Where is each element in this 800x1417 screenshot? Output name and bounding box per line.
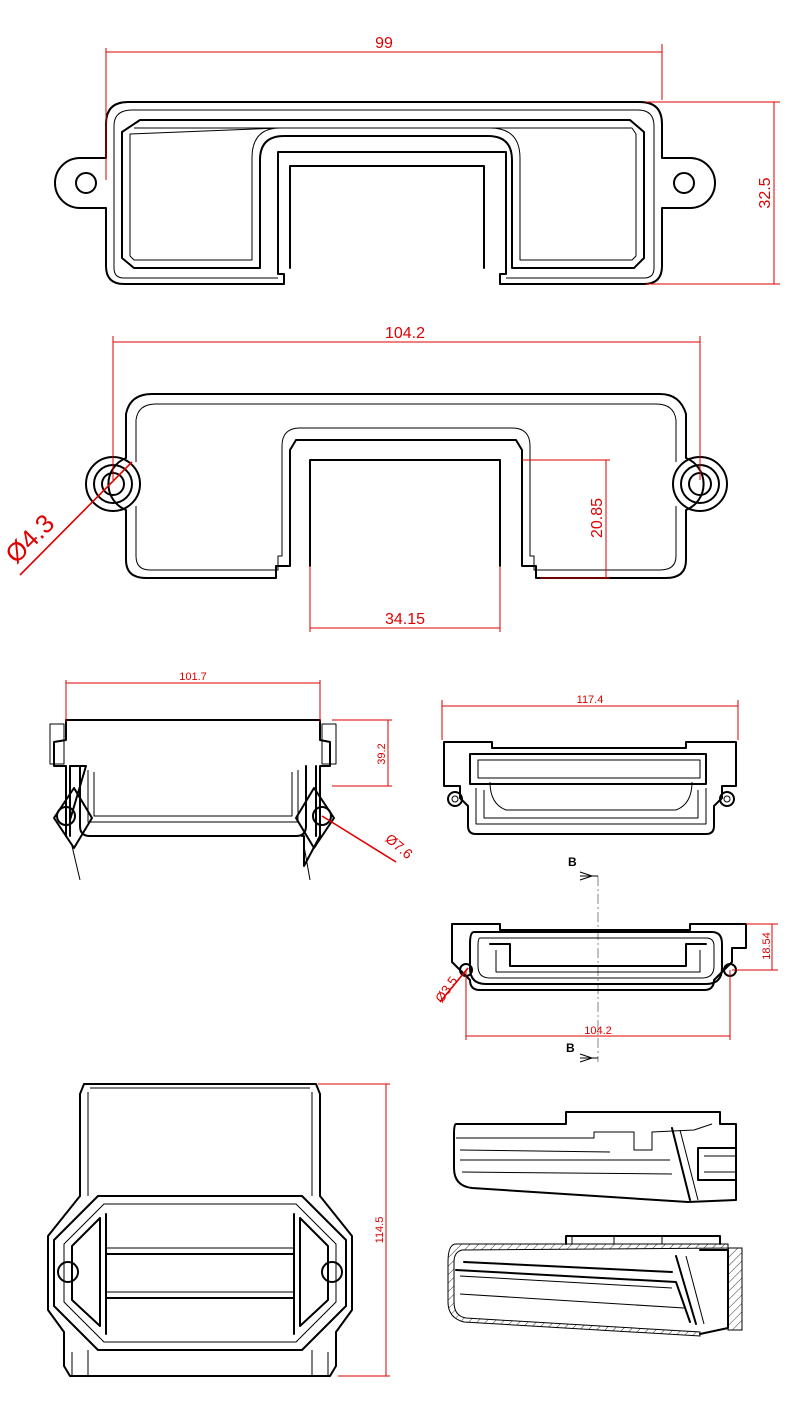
dim-section-width: 104.2 <box>584 1025 612 1037</box>
dim-side-height: 39.2 <box>376 743 388 764</box>
side-view: 101.7 39.2 Ø7.6 <box>49 671 416 881</box>
dim-section-height: 18.54 <box>761 932 773 960</box>
dim-opening-width: 34.15 <box>385 611 425 628</box>
cross-section-view <box>447 1235 743 1337</box>
rear-view: 114.5 <box>47 1083 390 1377</box>
front-view: 117.4 <box>441 694 739 835</box>
dim-inner-depth: 20.85 <box>589 498 606 538</box>
section-mark-bottom: B <box>566 1041 575 1055</box>
dim-hole-diameter: Ø4.3 <box>0 508 60 569</box>
dim-overall-height: 114.5 <box>374 1217 386 1244</box>
section-mark-top: B <box>568 855 577 869</box>
dim-small-hole: Ø3.5 <box>432 974 460 1006</box>
dim-top-height: 32.5 <box>757 177 774 208</box>
top-view: 99 32.5 <box>54 35 780 285</box>
dim-top-width: 99 <box>375 35 393 52</box>
side-elevation-view <box>453 1111 737 1203</box>
dim-side-width: 101.7 <box>179 671 207 683</box>
section-view: B B 18.54 104.2 Ø3.5 <box>432 855 778 1063</box>
dim-front-width: 117.4 <box>577 694 604 706</box>
bottom-view: 104.2 Ø4.3 20.85 34.15 <box>0 325 728 632</box>
dim-second-width: 104.2 <box>385 325 425 342</box>
